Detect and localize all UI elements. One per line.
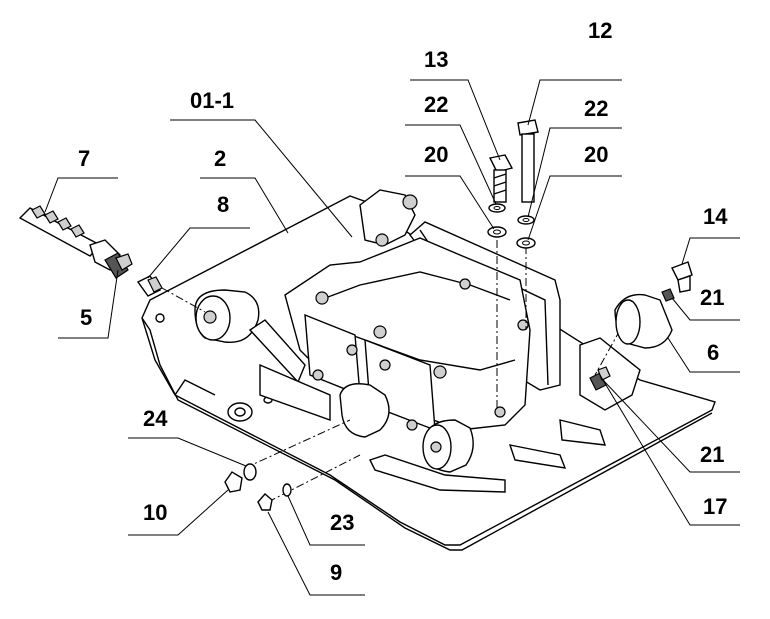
rubber-buffer-part-6: [614, 293, 673, 349]
bolt-part-13: [488, 154, 514, 203]
callout-22-left: 22: [424, 92, 448, 117]
callout-01-1: 01-1: [190, 88, 234, 113]
bolt-part-12: [517, 119, 539, 203]
callout-21-lower: 21: [700, 442, 724, 467]
plug-part-10: [224, 463, 257, 493]
handle-grip-part-7: [18, 205, 121, 271]
frame-rails: [248, 319, 641, 493]
callout-labels: 7 2 01-1 8 5 13 12 22 22 20 20 14 21 6 2…: [78, 18, 728, 585]
callout-23: 23: [330, 510, 354, 535]
callout-9: 9: [330, 560, 342, 585]
callout-20-left: 20: [424, 142, 448, 167]
bolt-part-14: [671, 261, 693, 293]
callout-20-right: 20: [584, 142, 608, 167]
callout-14: 14: [703, 204, 728, 229]
rear-bracket: [359, 189, 418, 247]
callout-2: 2: [214, 146, 226, 171]
connector-part-5: [104, 252, 133, 279]
callout-13: 13: [424, 47, 448, 72]
callout-5: 5: [80, 305, 92, 330]
callout-22-right: 22: [584, 96, 608, 121]
callout-6: 6: [707, 340, 719, 365]
plug-part-9: [257, 483, 292, 511]
rubber-mounts: [194, 289, 474, 473]
callout-12: 12: [588, 18, 612, 43]
leader-lines: [44, 79, 740, 596]
callout-7: 7: [78, 146, 90, 171]
callout-21-upper: 21: [700, 285, 724, 310]
washers-part-20-22: [487, 203, 536, 249]
callout-17: 17: [703, 494, 727, 519]
callout-24: 24: [143, 406, 168, 431]
callout-10: 10: [143, 500, 167, 525]
callout-8: 8: [217, 192, 229, 217]
fitting-part-8: [136, 275, 163, 297]
